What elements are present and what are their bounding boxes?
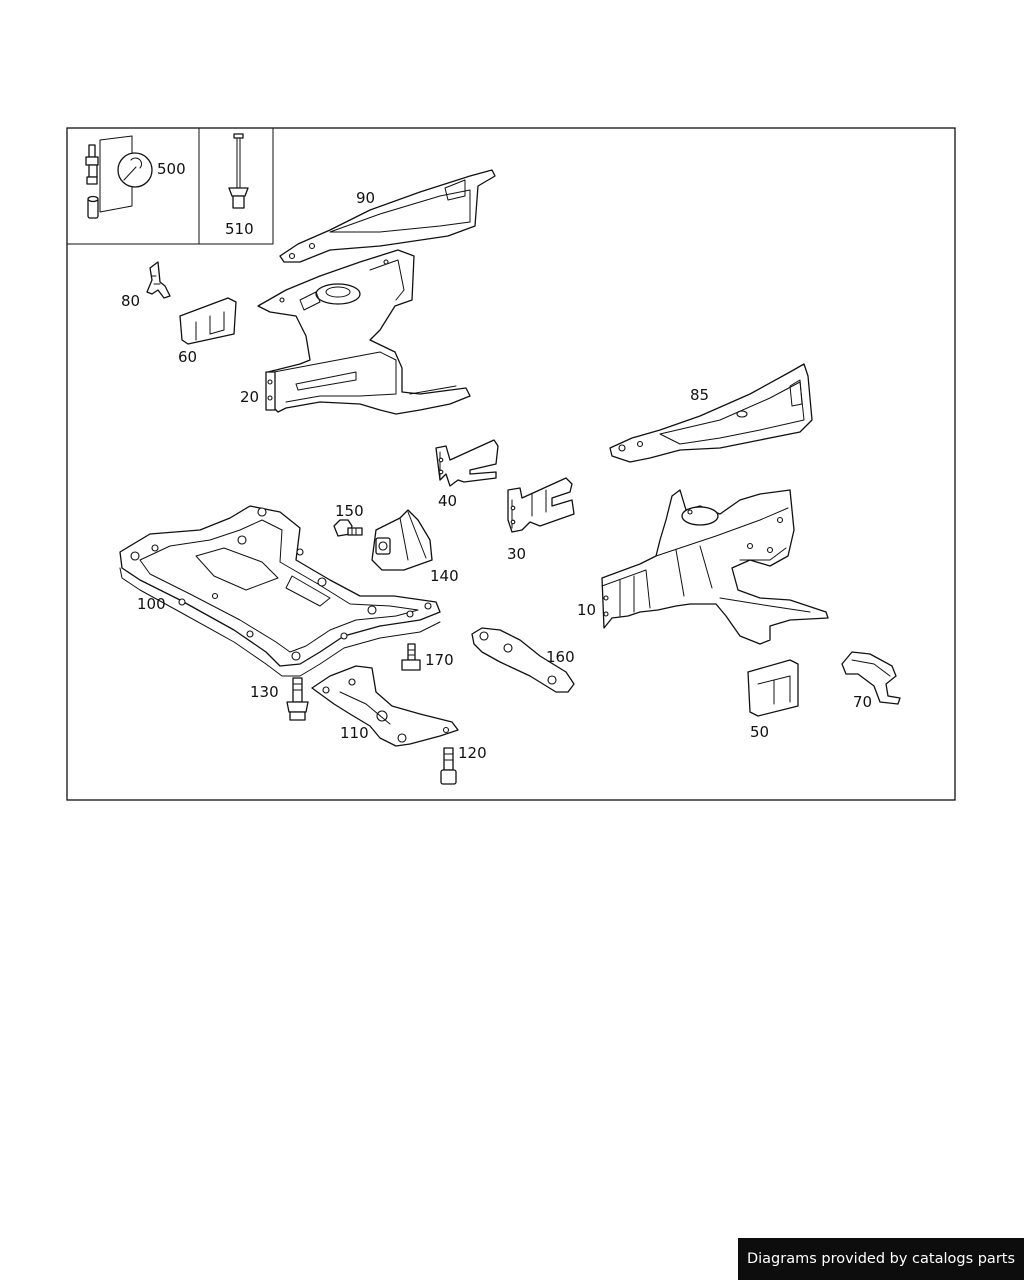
label-20: 20 xyxy=(240,388,259,406)
part-170-bolt[interactable] xyxy=(401,643,421,671)
part-40-bracket[interactable] xyxy=(435,439,499,487)
part-70-bracket[interactable] xyxy=(841,651,901,705)
label-70: 70 xyxy=(853,693,872,711)
part-110-lower-plate[interactable] xyxy=(311,665,459,747)
part-500-fastener-set[interactable] xyxy=(85,135,153,219)
label-140: 140 xyxy=(430,567,459,585)
part-100-subframe[interactable] xyxy=(119,505,441,677)
label-80: 80 xyxy=(121,292,140,310)
label-30: 30 xyxy=(507,545,526,563)
part-10-right-front-structure[interactable] xyxy=(601,489,829,645)
diagram-frame xyxy=(66,127,956,801)
label-500: 500 xyxy=(157,160,186,178)
label-90: 90 xyxy=(356,189,375,207)
part-120-bolt[interactable] xyxy=(440,747,457,785)
label-110: 110 xyxy=(340,724,369,742)
part-85-right-upper-rail[interactable] xyxy=(609,363,813,463)
part-20-left-front-structure[interactable] xyxy=(257,249,471,415)
footer-credit-text: Diagrams provided by catalogs parts xyxy=(746,1251,1016,1267)
part-150-bolt[interactable] xyxy=(333,519,363,537)
part-80-bracket[interactable] xyxy=(146,261,171,299)
part-60-panel[interactable] xyxy=(179,297,237,345)
label-510: 510 xyxy=(225,220,254,238)
label-50: 50 xyxy=(750,723,769,741)
label-60: 60 xyxy=(178,348,197,366)
label-120: 120 xyxy=(458,744,487,762)
inset-box-500 xyxy=(66,127,274,245)
part-50-bracket[interactable] xyxy=(747,659,799,717)
footer-credit-banner: Diagrams provided by catalogs parts xyxy=(738,1238,1024,1280)
part-510-stud[interactable] xyxy=(228,133,249,209)
part-90-upper-rail[interactable] xyxy=(279,169,496,263)
label-10: 10 xyxy=(577,601,596,619)
label-100: 100 xyxy=(137,595,166,613)
part-30-bracket[interactable] xyxy=(507,477,575,533)
part-160-plate[interactable] xyxy=(471,627,575,693)
label-40: 40 xyxy=(438,492,457,510)
label-150: 150 xyxy=(335,502,364,520)
label-170: 170 xyxy=(425,651,454,669)
label-85: 85 xyxy=(690,386,709,404)
part-130-bolt[interactable] xyxy=(286,677,309,721)
part-140-bracket[interactable] xyxy=(371,509,433,571)
label-160: 160 xyxy=(546,648,575,666)
label-130: 130 xyxy=(250,683,279,701)
